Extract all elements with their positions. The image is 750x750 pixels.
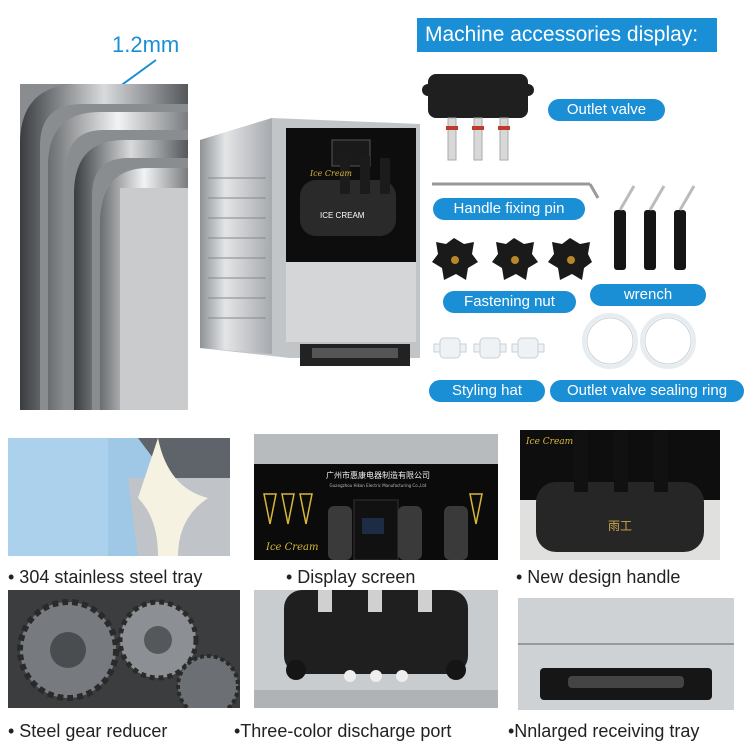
new-design-handle-photo: Ice Cream 雨工 (520, 430, 720, 560)
sealing-ring-image (582, 313, 696, 369)
tag-handle-fixing-pin: Handle fixing pin (433, 198, 585, 220)
machine-script-text: Ice Cream (309, 169, 352, 178)
caption-receiving-tray: •Nnlarged receiving tray (508, 721, 700, 741)
tag-outlet-valve-sealing-ring: Outlet valve sealing ring (550, 380, 744, 402)
display-company-cn: 广州市惠康电器制造有限公司 (326, 470, 430, 480)
thickness-label: 1.2mm (112, 32, 180, 57)
handle-script-text: Ice Cream (525, 437, 573, 447)
receiving-tray-photo (518, 598, 734, 710)
caption-stainless-tray: • 304 stainless steel tray (8, 567, 203, 587)
discharge-port-photo (254, 590, 498, 708)
handle-logo: 雨工 (608, 519, 632, 533)
outlet-valve-image (422, 74, 534, 161)
tag-fastening-nut: Fastening nut (443, 291, 576, 313)
machine-panel-text: ICE CREAM (320, 211, 365, 220)
caption-gear-reducer: • Steel gear reducer (8, 721, 168, 741)
display-company-en: Guangzhou Hikon Electric Manufacturing C… (330, 483, 427, 488)
fastening-nut-image (432, 238, 592, 280)
handle-fixing-pin-image (432, 182, 600, 199)
wrench-image (614, 185, 696, 270)
styling-hat-image (433, 337, 545, 359)
ice-cream-machine-photo: Ice Cream ICE CREAM (200, 118, 420, 376)
display-script-text: Ice Cream (265, 542, 318, 553)
gear-reducer-photo (8, 590, 240, 708)
accessories-title: Machine accessories display: (417, 18, 717, 52)
caption-new-design-handle: • New design handle (516, 567, 681, 587)
tag-styling-hat: Styling hat (429, 380, 545, 402)
steel-edge-photo (20, 84, 188, 410)
caption-discharge-port: •Three-color discharge port (234, 721, 452, 741)
display-screen-photo: 广州市惠康电器制造有限公司 Guangzhou Hikon Electric M… (254, 434, 498, 560)
tag-outlet-valve: Outlet valve (548, 99, 665, 121)
caption-display-screen: • Display screen (286, 567, 416, 587)
tag-wrench: wrench (590, 284, 706, 306)
stainless-tray-photo (8, 438, 230, 556)
